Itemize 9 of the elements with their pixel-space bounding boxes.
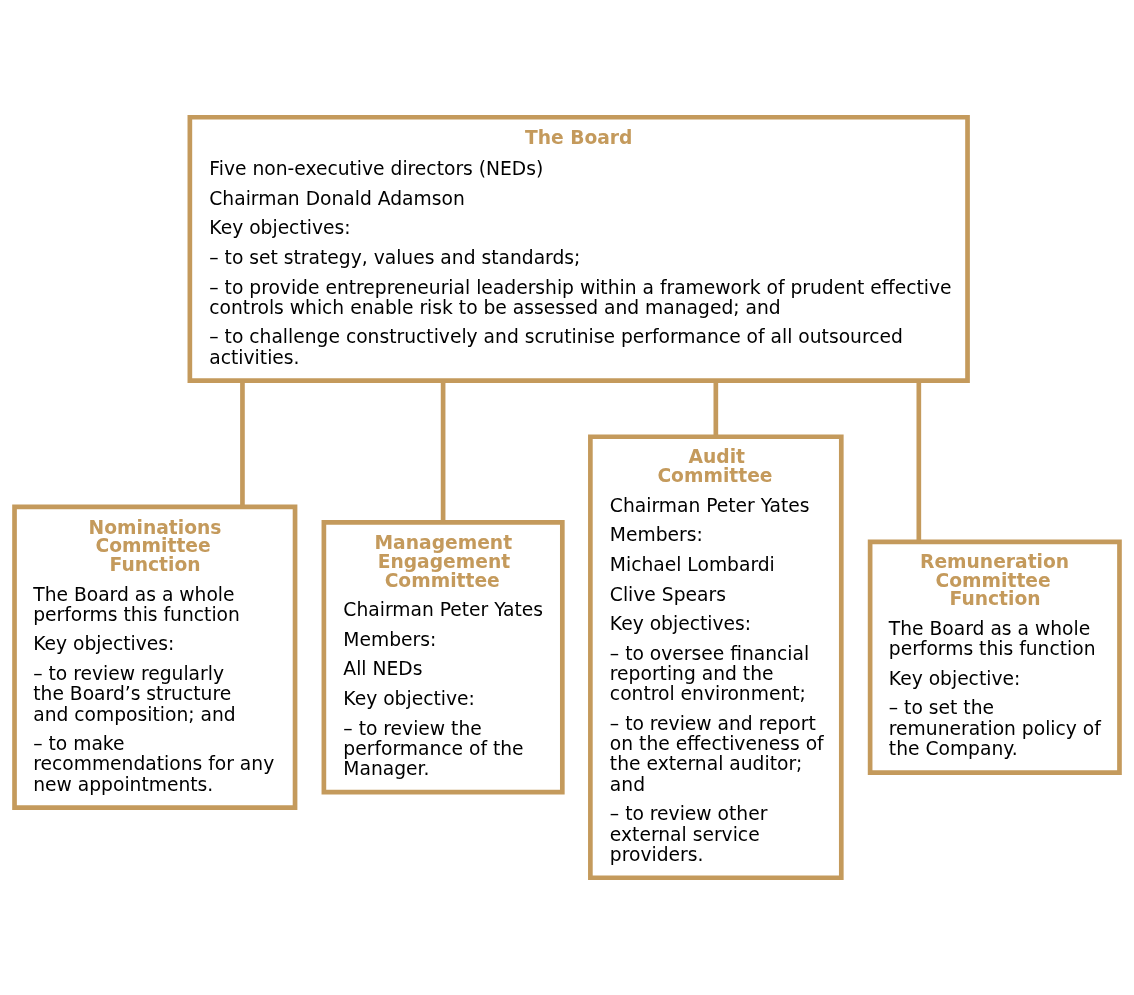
node-box: The Board Five non-executive directors (NEDs) Chairman Donald Adamson Key objectives: – to set strategy, values and standards; – to provide entrepreneurial leadership within a framework of prudent effective controls which enable risk to be assessed and managed; and – to challenge constructively and scrutinise performance of all outsourced activities. [187,114,970,383]
node-box: Management Engagement Committee Chairman Peter Yates Members: All NEDs Key objective: – to review the performance of the Manager. [321,520,565,795]
connector [240,380,245,507]
connector [440,380,446,523]
connector [713,380,719,437]
connector [916,380,922,542]
node-box: Audit Committee Chairman Peter Yates Members: Michael Lombardi Clive Spears Key objectives: – to oversee financial reporting and the control environment; – to review and report on the effectiveness of the external auditor; and – to review other external service providers. [588,434,844,881]
node-box: Nominations Committee Function The Board as a whole performs this function Key objectives: – to review regularly the Board’s structure and composition; and – to make recommendations for any new appointments. [12,504,298,810]
node-box: Remuneration Committee Function The Board as a whole performs this function Key objective: – to set the remuneration policy of the Company. [867,539,1122,775]
